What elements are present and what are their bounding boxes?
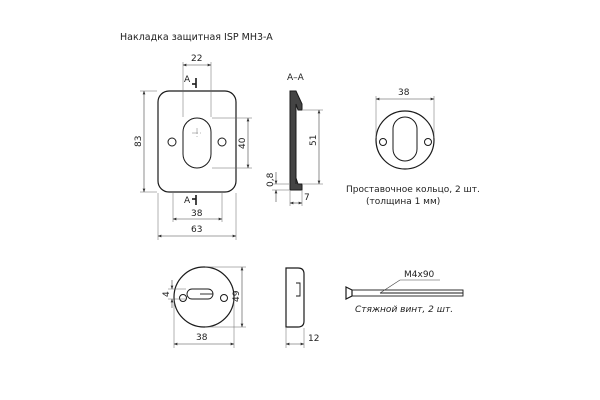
section-view-title: A–A [287, 73, 305, 83]
round-plate-dim-small: 4 [162, 291, 172, 297]
screw-leader-line [379, 279, 401, 294]
side-view: 12 [285, 267, 319, 348]
ring-screw-hole-left [379, 138, 387, 146]
side-view-notch [296, 282, 301, 297]
ring-caption-line1: Проставочное кольцо, 2 шт. [346, 185, 480, 195]
ring-oval-opening [392, 116, 418, 162]
plate-screw-hole-right [217, 137, 227, 147]
section-dim-depth: 7 [304, 193, 310, 203]
section-mark-bottom: A [184, 196, 191, 206]
plate-screw-hole-left [167, 137, 177, 147]
plate-dim-width: 63 [191, 225, 202, 235]
spacer-ring-view: 38 Проставочное кольцо, 2 шт. (толщина 1… [346, 88, 480, 207]
section-dim-thickness: 0,8 [266, 172, 276, 187]
round-plate-outline [173, 266, 235, 328]
round-plate-hole-right [220, 294, 228, 302]
round-plate-view: 4 49 38 [162, 266, 246, 348]
plate-dim-oval: 40 [238, 137, 248, 149]
section-mark-top: A [184, 75, 191, 85]
plate-front-view: A A 22 83 40 38 63 [134, 54, 252, 240]
section-dim-height: 51 [309, 135, 319, 146]
screw-caption: Стяжной винт, 2 шт. [355, 305, 453, 315]
ring-dim-diameter: 38 [398, 88, 410, 98]
round-plate-hole-left [179, 294, 187, 302]
plate-dim-top: 22 [191, 54, 202, 64]
plate-dim-height: 83 [134, 136, 144, 147]
drawing-title: Накладка защитная ISP MH3-A [120, 32, 273, 43]
ring-caption-line2: (толщина 1 мм) [366, 197, 440, 207]
screw-view: M4x90 Стяжной винт, 2 шт. [345, 270, 464, 315]
side-view-outline [285, 267, 305, 328]
section-view-aa: A–A 51 0,8 7 [266, 73, 323, 206]
round-plate-dim-height: 49 [232, 290, 242, 302]
ring-screw-hole-right [424, 138, 432, 146]
screw-head [345, 286, 353, 300]
plate-oval-opening [182, 117, 212, 169]
side-view-dim-depth: 12 [308, 334, 319, 344]
screw-spec: M4x90 [404, 270, 435, 280]
round-plate-dim-diameter: 38 [196, 333, 208, 343]
plate-dim-bottom-inner: 38 [191, 209, 203, 219]
